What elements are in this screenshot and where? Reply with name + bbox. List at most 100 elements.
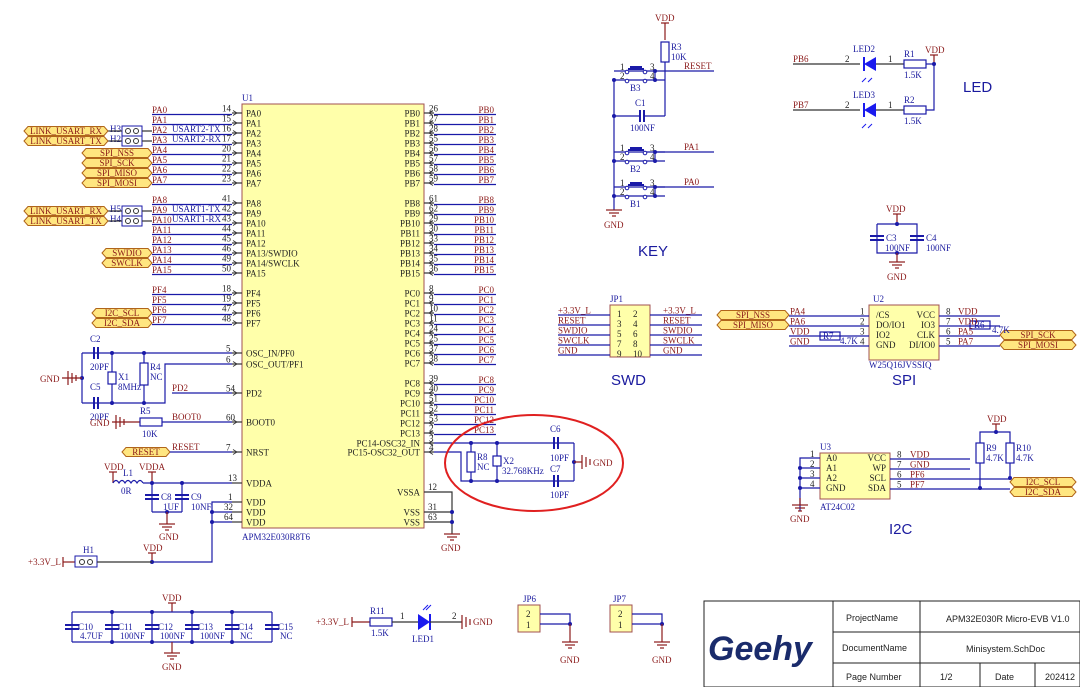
r3-value: 10K	[671, 52, 687, 62]
pin-number: 44	[222, 224, 232, 234]
jp1-pin: 10	[633, 349, 643, 359]
jp1-left-net: +3.3V_L	[558, 306, 591, 316]
c9-ref: C9	[191, 492, 202, 502]
u2-pin-name: /CS	[876, 310, 890, 320]
pushbutton-b2	[630, 147, 642, 150]
pin-arrow-icon	[428, 300, 434, 306]
vdd-label: VDD	[925, 45, 945, 55]
svg-text:64: 64	[224, 512, 234, 522]
pb6-net: PB6	[793, 54, 809, 64]
pin-number: 10	[429, 304, 439, 314]
port-spi-nss-u2-label: SPI_NSS	[736, 310, 770, 320]
net-label: PA2	[152, 125, 167, 135]
led3-pin1: 1	[888, 100, 893, 110]
net-label: PC1	[478, 295, 494, 305]
jp7-ref: JP7	[613, 594, 627, 604]
jp1-left-net: GND	[558, 346, 578, 356]
c6-ref: C6	[550, 424, 561, 434]
pin-name: PA15	[246, 269, 266, 279]
c7-ref: C7	[550, 464, 561, 474]
pin-arrow-icon	[428, 250, 434, 256]
u1-left-pins: PA014PA0PA115PA1PA216PA2PA317PA3PA420PA4…	[152, 104, 304, 528]
pin-name: PC10	[400, 399, 421, 409]
jp1-left-net: SWCLK	[558, 336, 590, 346]
u3-pin-name: A0	[826, 453, 837, 463]
net-label: PF6	[152, 305, 167, 315]
pushbutton-b3	[630, 66, 642, 69]
c4-value: 100NF	[926, 243, 951, 253]
jp1-left-net: SWDIO	[558, 326, 588, 336]
u3-pin-name: A1	[826, 463, 837, 473]
pin-number: 28	[429, 124, 439, 134]
section-title-i2c: I2C	[889, 521, 913, 538]
jp1-body	[609, 304, 651, 358]
u2-pin-name: DO/IO1	[876, 320, 906, 330]
boot-reset: PD2 GND R5 10K BOOT0 RESET	[90, 383, 232, 453]
u3-pin-number: 3	[810, 469, 815, 479]
net-label: PA14	[152, 255, 172, 265]
pin-name: VDDA	[246, 479, 272, 489]
r9-value: 4.7K	[986, 453, 1004, 463]
pin-name: PF4	[246, 289, 261, 299]
u2-pin-name: IO2	[876, 330, 890, 340]
pin-arrow-icon	[232, 250, 238, 256]
u2-pin-number: 1	[860, 307, 865, 317]
b1-pin4: 4	[650, 187, 655, 197]
port-link-usart-tx-label: LINK_USART_TX	[30, 136, 102, 146]
usart2-rx-label: USART2-RX	[172, 134, 221, 144]
u2-net: PA5	[958, 327, 974, 337]
port-link-usart-tx-2	[23, 216, 109, 226]
project-name-label: ProjectName	[846, 613, 898, 623]
pin-arrow-icon	[428, 290, 434, 296]
u2-pin-name: GND	[876, 340, 896, 350]
jp1-pin: 1	[617, 309, 622, 319]
net-label: PC6	[478, 345, 494, 355]
port-spi-sck-u2-label: SPI_SCK	[1020, 330, 1056, 340]
u2-pin-number: 3	[860, 327, 865, 337]
pin-number: 2	[429, 424, 434, 434]
pin-number: 29	[429, 214, 439, 224]
document-name-value: Minisystem.SchDoc	[966, 644, 1046, 654]
c15-ref: C15	[278, 622, 294, 632]
gnd-label: GND	[604, 220, 624, 230]
net-label: PF5	[152, 295, 167, 305]
pin-arrow-icon	[232, 240, 238, 246]
net-label: PA13	[152, 245, 172, 255]
pin-name: VSS	[403, 518, 420, 528]
pin-name: PC1	[404, 299, 420, 309]
c1-value: 100NF	[630, 123, 655, 133]
pin-name: VDD	[246, 518, 266, 528]
boot0-net: BOOT0	[172, 412, 201, 422]
net-label: PB2	[478, 125, 494, 135]
jumpers-jp6-jp7: JP6 21 GND JP7 21 GND	[517, 594, 672, 665]
u2-net: PA4	[790, 307, 806, 317]
pin-number: 41	[222, 194, 231, 204]
u2-net: PA7	[958, 337, 974, 347]
net-label: PC7	[478, 355, 494, 365]
pin-arrow-icon	[428, 449, 434, 455]
section-title-spi: SPI	[892, 372, 916, 389]
r8-value: NC	[477, 462, 490, 472]
net-label: PB15	[474, 265, 495, 275]
pin-name: PB0	[404, 109, 420, 119]
pin-arrow-icon	[232, 390, 238, 396]
jp6-ref: JP6	[523, 594, 537, 604]
pin-arrow-icon	[232, 110, 238, 116]
r3-resistor	[660, 41, 670, 63]
pin-arrow-icon	[428, 120, 434, 126]
pin-arrow-icon	[232, 180, 238, 186]
r8-ref: R8	[477, 452, 488, 462]
led3-ref: LED3	[853, 90, 875, 100]
net-label: PB14	[474, 255, 495, 265]
r10-ref: R10	[1016, 443, 1032, 453]
document-name-label: DocumentName	[842, 643, 907, 653]
u2-net: VDD	[790, 327, 810, 337]
net-label: PB3	[478, 135, 494, 145]
pin-number: 7	[226, 443, 231, 453]
pin-arrow-icon	[232, 320, 238, 326]
port-i2c-scl-u3-label: I2C_SCL	[1026, 477, 1061, 487]
l1-ref: L1	[123, 468, 133, 478]
r2-value: 1.5K	[904, 116, 922, 126]
net-label: PA15	[152, 265, 172, 275]
